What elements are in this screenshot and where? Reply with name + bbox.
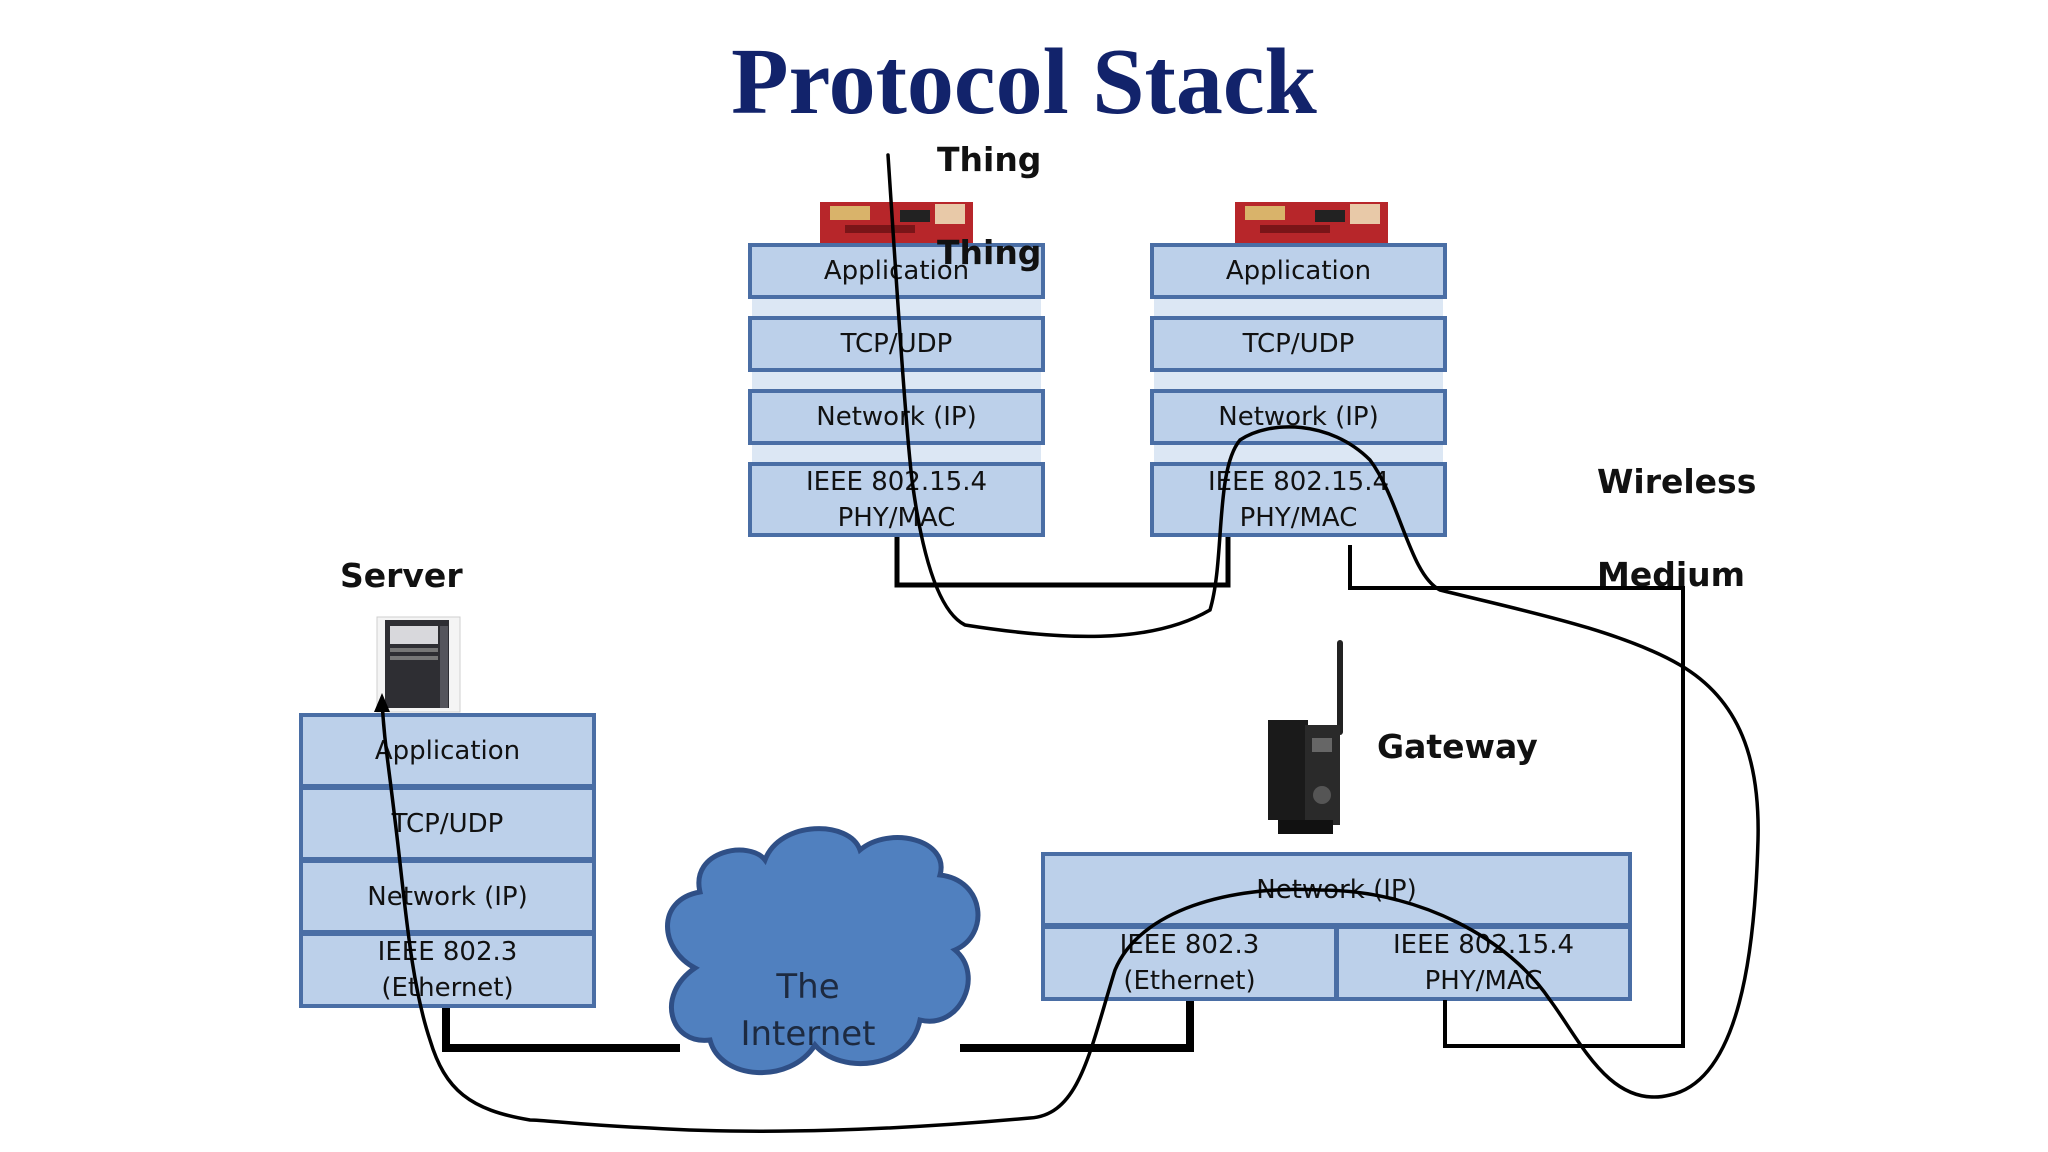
layer-label: IEEE 802.15.4: [1208, 466, 1389, 497]
server-network-layer: Network (IP): [299, 859, 596, 934]
server-label: Server: [340, 556, 463, 595]
layer-gap: [752, 299, 1041, 316]
layer-label: IEEE 802.15.4: [806, 466, 987, 497]
wireless-label: Wireless: [1597, 462, 1757, 501]
layer-label: IEEE 802.15.4: [1393, 930, 1574, 960]
gateway-label: Gateway: [1377, 727, 1538, 766]
internet-to-gateway-link: [960, 1001, 1194, 1052]
layer-label: PHY/MAC: [1239, 502, 1358, 533]
layer-label: TCP/UDP: [391, 808, 504, 839]
thing-label: Thing: [937, 140, 1042, 179]
layer-label: Network (IP): [1256, 874, 1417, 905]
gateway-ethernet-layer: IEEE 802.3 (Ethernet): [1041, 925, 1338, 1001]
layer-label: Network (IP): [367, 881, 528, 912]
layer-label: PHY/MAC: [837, 502, 956, 533]
layer-gap: [1154, 372, 1443, 389]
internet-cloud-icon: The Internet: [665, 826, 981, 1076]
layer-label: IEEE 802.3: [377, 937, 518, 967]
layer-label: (Ethernet): [381, 973, 514, 1003]
server-transport-layer: TCP/UDP: [299, 786, 596, 861]
layer-label: PHY/MAC: [1424, 966, 1543, 996]
internet-label-line1: The: [775, 967, 839, 1007]
layer-gap: [1154, 299, 1443, 316]
layer-label: IEEE 802.3: [1119, 930, 1260, 960]
thing1-network-layer: Network (IP): [748, 389, 1045, 445]
layer-label: Network (IP): [816, 402, 977, 432]
thing2-network-layer: Network (IP): [1150, 389, 1447, 445]
gateway-network-layer: Network (IP): [1041, 852, 1632, 927]
layer-label: TCP/UDP: [840, 329, 953, 359]
layer-label: Network (IP): [1218, 402, 1379, 432]
medium-label: Medium: [1597, 555, 1746, 594]
layer-label: Application: [1225, 256, 1372, 286]
thing-overlay-label: Thing: [937, 233, 1042, 272]
layer-label: TCP/UDP: [1242, 329, 1355, 359]
layer-gap: [752, 372, 1041, 389]
layer-gap: [1154, 445, 1443, 462]
internet-label-line2: Internet: [740, 1014, 875, 1054]
thing2-transport-layer: TCP/UDP: [1150, 316, 1447, 372]
layer-gap: [752, 445, 1041, 462]
thing2-application-layer: Application: [1150, 243, 1447, 299]
layer-label: Application: [374, 735, 521, 766]
thing-to-thing-link: [894, 537, 1231, 588]
page-title: Protocol Stack: [731, 30, 1317, 134]
server-application-layer: Application: [299, 713, 596, 788]
layer-label: (Ethernet): [1123, 966, 1256, 996]
thing1-transport-layer: TCP/UDP: [748, 316, 1045, 372]
server-to-internet-link: [442, 1008, 680, 1052]
server-ethernet-layer: IEEE 802.3 (Ethernet): [299, 932, 596, 1008]
trace-arrowhead-icon: [374, 693, 390, 712]
